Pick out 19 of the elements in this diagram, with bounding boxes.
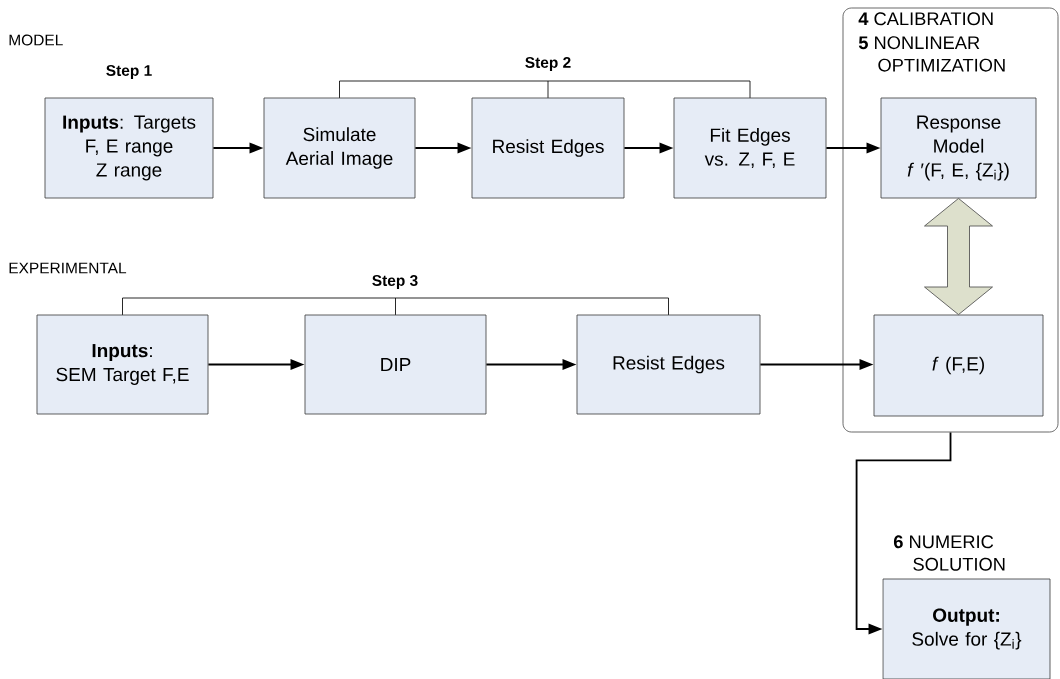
process-box: Inputs: SEM Target F,E	[36, 314, 209, 415]
stage-heading: 4 CALIBRATION 5 NONLINEAR OPTIMIZATION	[858, 12, 1005, 72]
process-box: f (F,E)	[873, 314, 1044, 417]
process-box: DIP	[304, 314, 487, 415]
process-box: Inputs: Targets F, E range Z range	[44, 97, 214, 199]
process-box: Resist Edges	[471, 97, 625, 199]
stage-heading: 6 NUMERIC SOLUTION	[893, 535, 1005, 571]
section-label: MODEL	[9, 34, 63, 46]
process-box: Response Model f ′(F, E, {Z$_{i}$})	[880, 97, 1037, 199]
section-label: Step 1	[106, 65, 152, 79]
process-box: Simulate Aerial Image	[263, 97, 416, 199]
arrow	[855, 431, 952, 635]
process-box: Resist Edges	[576, 314, 761, 415]
section-label: Step 2	[525, 57, 571, 71]
block-arrow	[924, 198, 993, 315]
process-box: Output: Solve for {Z$_{i}$}	[882, 578, 1051, 679]
section-label: Step 3	[372, 275, 418, 289]
section-label: EXPERIMENTAL	[9, 262, 127, 274]
process-box: Fit Edges vs. Z, F, E	[673, 97, 827, 199]
